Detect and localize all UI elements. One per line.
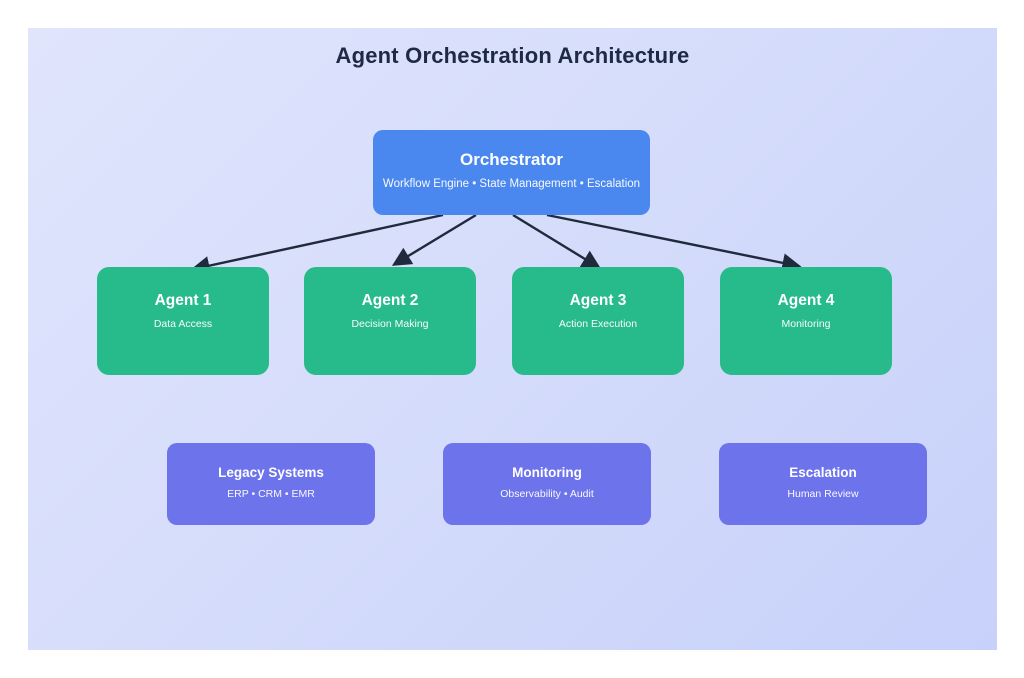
agent-3-title: Agent 3 — [569, 292, 627, 309]
diagram-panel: Agent Orchestration Architecture Orchest… — [28, 28, 997, 650]
legacy-systems-node: Legacy Systems ERP • CRM • EMR — [167, 443, 375, 525]
legacy-systems-subtitle: ERP • CRM • EMR — [227, 488, 315, 500]
arrow-orchestrator-agent-4 — [546, 213, 802, 273]
agent-1-title: Agent 1 — [154, 292, 212, 309]
monitoring-subtitle: Observability • Audit — [500, 488, 594, 500]
agent-2-node: Agent 2 Decision Making — [304, 267, 476, 375]
orchestrator-subtitle: Workflow Engine • State Management • Esc… — [382, 178, 641, 190]
agent-1-node: Agent 1 Data Access — [97, 267, 269, 375]
arrow-orchestrator-agent-2 — [391, 213, 477, 266]
agent-2-title: Agent 2 — [361, 292, 419, 309]
orchestrator-node: Orchestrator Workflow Engine • State Man… — [373, 130, 650, 215]
agent-3-subtitle: Action Execution — [558, 318, 638, 330]
monitoring-title: Monitoring — [512, 465, 582, 480]
escalation-node: Escalation Human Review — [719, 443, 927, 525]
agent-4-title: Agent 4 — [777, 292, 835, 309]
agent-2-subtitle: Decision Making — [351, 318, 429, 330]
arrow-orchestrator-agent-1 — [190, 213, 444, 276]
escalation-title: Escalation — [789, 465, 857, 480]
agent-3-node: Agent 3 Action Execution — [512, 267, 684, 375]
legacy-systems-title: Legacy Systems — [218, 465, 324, 480]
monitoring-node: Monitoring Observability • Audit — [443, 443, 651, 525]
agent-4-subtitle: Monitoring — [781, 318, 831, 330]
arrow-orchestrator-agent-3 — [512, 213, 602, 269]
diagram-title: Agent Orchestration Architecture — [335, 43, 690, 68]
agent-1-subtitle: Data Access — [153, 318, 213, 330]
escalation-subtitle: Human Review — [787, 488, 859, 500]
agent-4-node: Agent 4 Monitoring — [720, 267, 892, 375]
orchestrator-title: Orchestrator — [460, 150, 563, 169]
